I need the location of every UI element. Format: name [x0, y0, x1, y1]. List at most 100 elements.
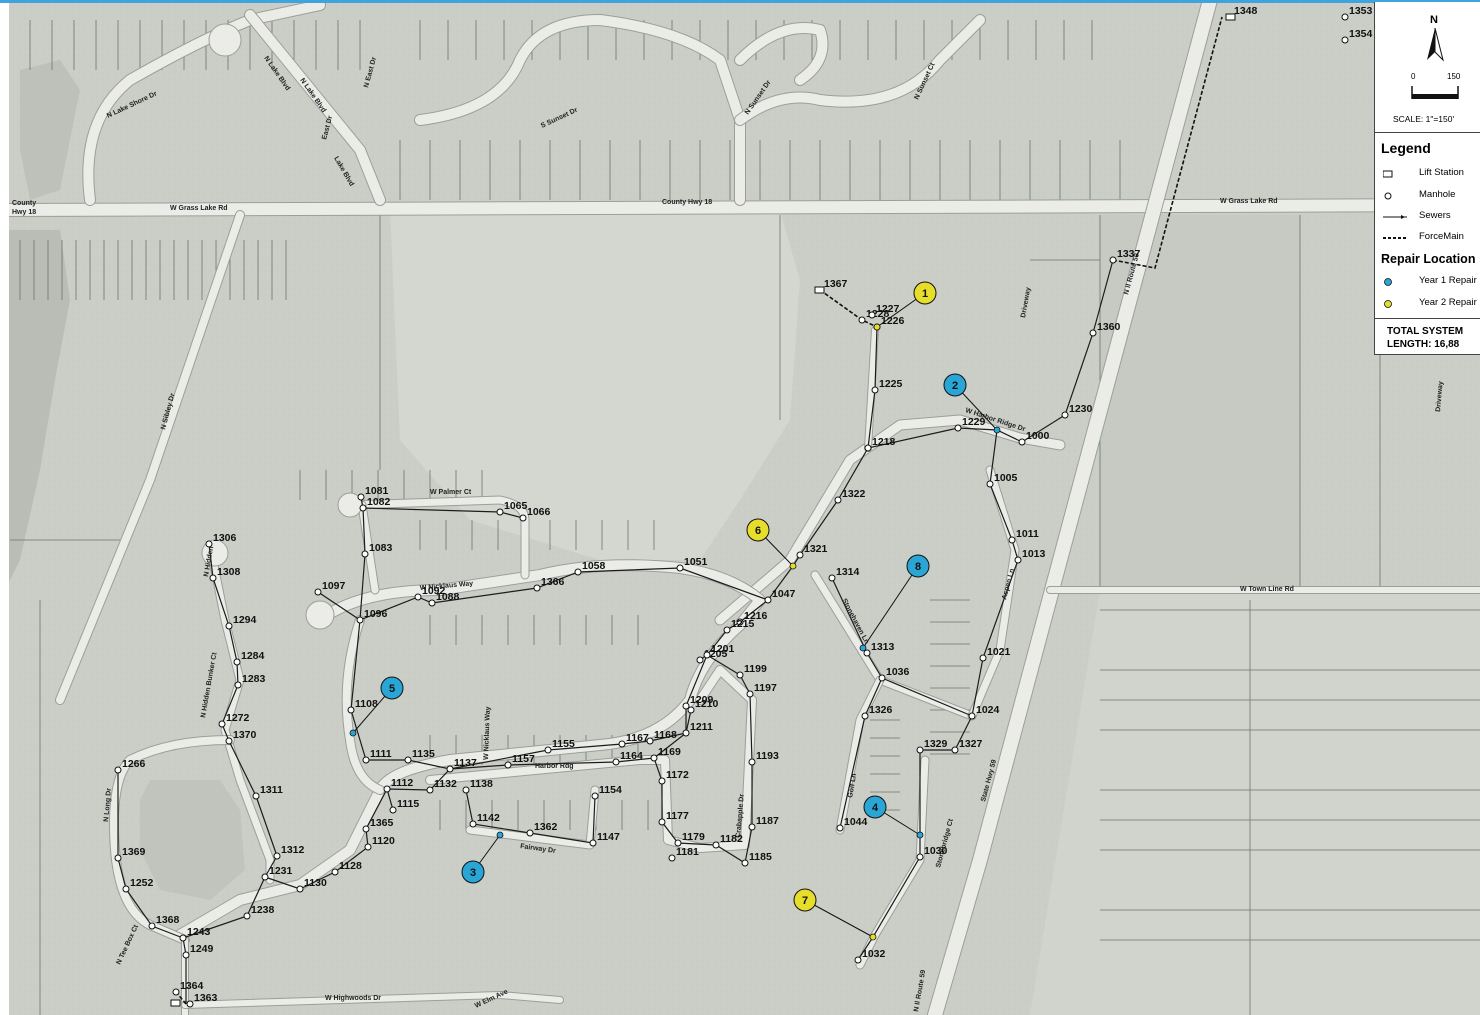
manhole-icon[interactable] — [114, 766, 122, 774]
manhole-icon[interactable] — [462, 786, 470, 794]
manhole-icon[interactable] — [861, 712, 869, 720]
manhole-icon[interactable] — [878, 674, 886, 682]
manhole-icon[interactable] — [296, 885, 304, 893]
manhole-icon[interactable] — [526, 829, 534, 837]
manhole-icon[interactable] — [426, 786, 434, 794]
manhole-icon[interactable] — [273, 852, 281, 860]
repair-callout-5[interactable] — [380, 676, 404, 700]
manhole-icon[interactable] — [696, 656, 704, 664]
manhole-icon[interactable] — [504, 761, 512, 769]
repair-callout-8[interactable] — [906, 554, 930, 578]
manhole-icon[interactable] — [646, 737, 654, 745]
manhole-icon[interactable] — [1008, 536, 1016, 544]
manhole-icon[interactable] — [658, 777, 666, 785]
manhole-icon[interactable] — [347, 706, 355, 714]
manhole-icon[interactable] — [746, 690, 754, 698]
manhole-icon[interactable] — [764, 596, 772, 604]
manhole-icon[interactable] — [574, 568, 582, 576]
manhole-icon[interactable] — [414, 593, 422, 601]
manhole-icon[interactable] — [736, 671, 744, 679]
manhole-icon[interactable] — [1089, 329, 1097, 337]
manhole-icon[interactable] — [404, 756, 412, 764]
manhole-icon[interactable] — [364, 843, 372, 851]
manhole-icon[interactable] — [650, 754, 658, 762]
manhole-icon[interactable] — [179, 934, 187, 942]
repair-point-icon[interactable] — [993, 426, 1001, 434]
manhole-icon[interactable] — [916, 746, 924, 754]
manhole-icon[interactable] — [544, 746, 552, 754]
manhole-icon[interactable] — [612, 758, 620, 766]
manhole-icon[interactable] — [1014, 556, 1022, 564]
manhole-icon[interactable] — [361, 550, 369, 558]
repair-point-icon[interactable] — [789, 562, 797, 570]
manhole-icon[interactable] — [469, 820, 477, 828]
manhole-icon[interactable] — [954, 424, 962, 432]
manhole-icon[interactable] — [736, 618, 744, 626]
manhole-icon[interactable] — [668, 854, 676, 862]
manhole-icon[interactable] — [1341, 36, 1349, 44]
manhole-icon[interactable] — [314, 588, 322, 596]
manhole-icon[interactable] — [362, 825, 370, 833]
lift-station-icon[interactable] — [170, 999, 181, 1007]
manhole-icon[interactable] — [148, 922, 156, 930]
manhole-icon[interactable] — [723, 626, 731, 634]
manhole-icon[interactable] — [858, 316, 866, 324]
repair-callout-7[interactable] — [793, 888, 817, 912]
manhole-icon[interactable] — [205, 540, 213, 548]
manhole-icon[interactable] — [359, 504, 367, 512]
manhole-icon[interactable] — [682, 702, 690, 710]
repair-point-icon[interactable] — [916, 831, 924, 839]
manhole-icon[interactable] — [658, 818, 666, 826]
repair-callout-3[interactable] — [461, 860, 485, 884]
manhole-icon[interactable] — [243, 912, 251, 920]
repair-point-icon[interactable] — [859, 644, 867, 652]
manhole-icon[interactable] — [618, 740, 626, 748]
manhole-icon[interactable] — [868, 311, 876, 319]
manhole-icon[interactable] — [863, 649, 871, 657]
manhole-icon[interactable] — [748, 823, 756, 831]
manhole-icon[interactable] — [428, 599, 436, 607]
manhole-icon[interactable] — [122, 885, 130, 893]
manhole-icon[interactable] — [209, 574, 217, 582]
manhole-icon[interactable] — [591, 792, 599, 800]
manhole-icon[interactable] — [533, 584, 541, 592]
manhole-icon[interactable] — [446, 765, 454, 773]
manhole-icon[interactable] — [218, 720, 226, 728]
manhole-icon[interactable] — [114, 854, 122, 862]
manhole-icon[interactable] — [748, 758, 756, 766]
manhole-icon[interactable] — [362, 756, 370, 764]
repair-callout-1[interactable] — [913, 281, 937, 305]
manhole-icon[interactable] — [589, 839, 597, 847]
manhole-icon[interactable] — [1341, 13, 1349, 21]
manhole-icon[interactable] — [172, 988, 180, 996]
repair-point-icon[interactable] — [349, 729, 357, 737]
manhole-icon[interactable] — [225, 737, 233, 745]
manhole-icon[interactable] — [674, 839, 682, 847]
manhole-icon[interactable] — [741, 859, 749, 867]
repair-point-icon[interactable] — [496, 831, 504, 839]
manhole-icon[interactable] — [979, 654, 987, 662]
manhole-icon[interactable] — [1061, 411, 1069, 419]
manhole-icon[interactable] — [834, 496, 842, 504]
manhole-icon[interactable] — [968, 712, 976, 720]
manhole-icon[interactable] — [951, 746, 959, 754]
manhole-icon[interactable] — [225, 622, 233, 630]
manhole-icon[interactable] — [676, 564, 684, 572]
repair-point-icon[interactable] — [873, 323, 881, 331]
manhole-icon[interactable] — [986, 480, 994, 488]
repair-point-icon[interactable] — [869, 933, 877, 941]
repair-callout-6[interactable] — [746, 518, 770, 542]
manhole-icon[interactable] — [682, 729, 690, 737]
manhole-icon[interactable] — [182, 951, 190, 959]
manhole-icon[interactable] — [234, 681, 242, 689]
manhole-icon[interactable] — [261, 873, 269, 881]
manhole-icon[interactable] — [854, 956, 862, 964]
manhole-icon[interactable] — [357, 493, 365, 501]
manhole-icon[interactable] — [871, 386, 879, 394]
lift-station-icon[interactable] — [1225, 13, 1236, 21]
manhole-icon[interactable] — [252, 792, 260, 800]
manhole-icon[interactable] — [496, 508, 504, 516]
manhole-icon[interactable] — [712, 841, 720, 849]
